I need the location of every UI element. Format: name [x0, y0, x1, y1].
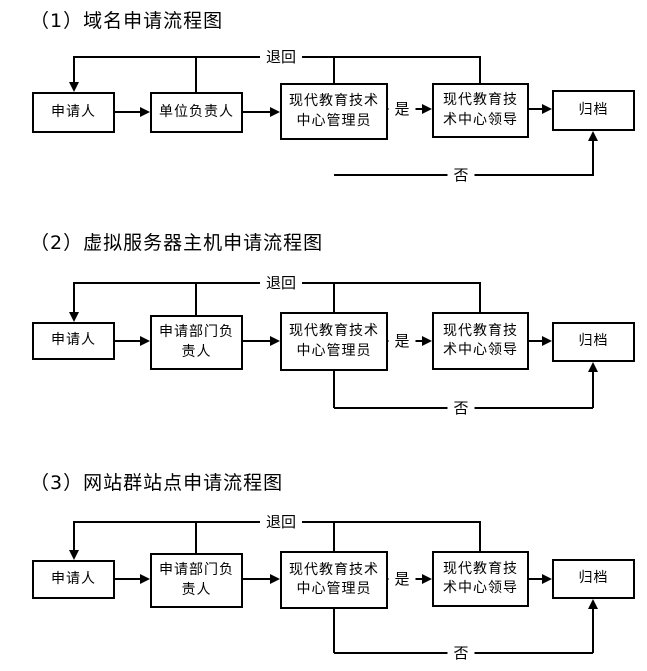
box-label-line: 现代教育技术 — [289, 93, 379, 110]
arrow-right-icon — [542, 574, 552, 584]
arrow-right-icon — [542, 336, 552, 346]
flowchart-1-title: （1）域名申请流程图 — [30, 10, 224, 32]
arrow-right-icon — [140, 107, 150, 117]
box-label-line: 归档 — [578, 101, 609, 118]
feedback-stub-center-director — [479, 56, 481, 83]
connector-line — [243, 340, 272, 342]
arrow-right-icon — [422, 336, 432, 346]
connector-line — [243, 111, 272, 113]
box-label-line: 中心管理员 — [296, 342, 372, 359]
no-line-drop — [333, 371, 335, 408]
box-center-admin: 现代教育技术 中心管理员 — [280, 83, 388, 140]
box-label-line: 现代教育技术 — [289, 323, 379, 340]
box-label-line: 现代教育技 — [443, 560, 518, 577]
box-label-line: 现代教育技 — [443, 92, 518, 109]
feedback-stub-center-admin — [333, 56, 335, 83]
feedback-line-left — [73, 56, 75, 84]
box-label-line: 术中心领导 — [443, 342, 518, 358]
box-center-director: 现代教育技 术中心领导 — [432, 312, 529, 370]
label-return: 退回 — [259, 274, 303, 292]
no-line-up — [592, 607, 594, 653]
feedback-stub-dept-leader — [195, 521, 197, 553]
label-no: 否 — [447, 166, 475, 184]
box-applicant: 申请人 — [32, 560, 115, 599]
box-archive: 归档 — [552, 322, 635, 362]
box-dept-leader: 申请部门负 责人 — [150, 315, 243, 370]
feedback-stub-center-director — [479, 282, 481, 312]
box-label-line: 中心管理员 — [296, 581, 372, 597]
box-label-line: 术中心领导 — [443, 580, 518, 596]
box-applicant: 申请人 — [32, 92, 115, 133]
box-center-admin: 现代教育技术 中心管理员 — [280, 312, 388, 371]
feedback-stub-dept-leader — [195, 282, 197, 315]
arrow-up-icon — [588, 362, 598, 372]
arrow-down-icon — [69, 550, 79, 560]
connector-line — [529, 340, 544, 342]
arrow-right-icon — [270, 574, 280, 584]
arrow-right-icon — [422, 574, 432, 584]
label-return: 退回 — [259, 513, 303, 531]
box-label-line: 责人 — [181, 581, 212, 598]
feedback-stub-center-admin — [333, 521, 335, 551]
connector-line — [529, 108, 544, 110]
box-label-line: 单位负责人 — [159, 103, 234, 120]
feedback-line-left — [73, 282, 75, 314]
arrow-right-icon — [270, 336, 280, 346]
arrow-right-icon — [422, 104, 432, 114]
box-label-line: 归档 — [578, 570, 609, 587]
label-yes: 是 — [388, 332, 416, 350]
connector-line — [115, 111, 142, 113]
connector-line — [115, 340, 142, 342]
box-center-director: 现代教育技 术中心领导 — [432, 551, 529, 607]
box-archive: 归档 — [552, 559, 635, 599]
flowchart-3-title: （3）网站群站点申请流程图 — [30, 472, 284, 494]
arrow-right-icon — [140, 574, 150, 584]
connector-line — [529, 578, 544, 580]
feedback-stub-center-director — [479, 521, 481, 551]
arrow-down-icon — [69, 312, 79, 322]
box-label-line: 现代教育技术 — [289, 561, 379, 578]
connector-line — [115, 578, 142, 580]
box-center-director: 现代教育技 术中心领导 — [432, 83, 529, 138]
no-line-up — [592, 370, 594, 408]
no-line-up — [592, 139, 594, 176]
label-yes: 是 — [388, 570, 416, 588]
label-no: 否 — [447, 644, 475, 662]
arrow-right-icon — [140, 336, 150, 346]
box-label-line: 申请人 — [51, 570, 96, 587]
connector-line — [243, 578, 272, 580]
arrow-right-icon — [270, 107, 280, 117]
label-no: 否 — [447, 399, 475, 417]
box-dept-leader: 申请部门负 责人 — [150, 553, 243, 608]
box-unit-leader: 单位负责人 — [150, 92, 243, 133]
box-archive: 归档 — [552, 90, 635, 131]
box-label-line: 现代教育技 — [443, 322, 518, 339]
arrow-up-icon — [588, 131, 598, 141]
box-center-admin: 现代教育技术 中心管理员 — [280, 551, 388, 609]
feedback-stub-unit-leader — [195, 56, 197, 92]
box-label-line: 申请部门负 — [159, 324, 234, 341]
box-label-line: 申请人 — [51, 103, 96, 120]
feedback-line-left — [73, 521, 75, 552]
box-label-line: 术中心领导 — [443, 111, 518, 128]
box-label-line: 中心管理员 — [296, 112, 372, 129]
flowchart-2-title: （2）虚拟服务器主机申请流程图 — [30, 232, 324, 254]
box-applicant: 申请人 — [32, 322, 115, 360]
arrow-right-icon — [542, 104, 552, 114]
arrow-down-icon — [69, 82, 79, 92]
label-return: 退回 — [259, 48, 303, 66]
box-label-line: 申请人 — [51, 332, 96, 349]
box-label-line: 责人 — [181, 343, 212, 360]
box-label-line: 归档 — [578, 333, 609, 350]
label-yes: 是 — [388, 100, 416, 118]
feedback-stub-center-admin — [333, 282, 335, 312]
no-line-drop — [333, 609, 335, 653]
box-label-line: 申请部门负 — [159, 562, 234, 579]
arrow-up-icon — [588, 599, 598, 609]
